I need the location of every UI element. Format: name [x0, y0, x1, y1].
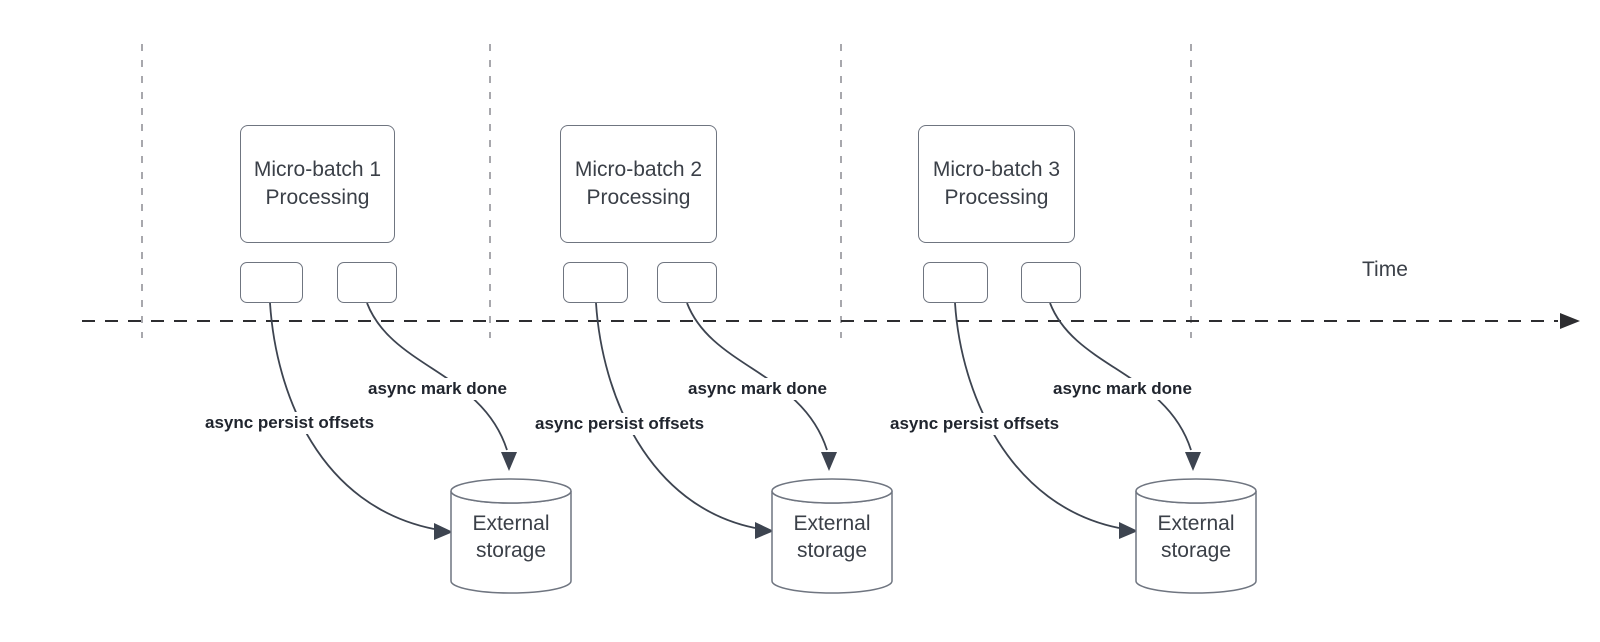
async-persist-offsets-label-3: async persist offsets [888, 413, 1062, 435]
async-mark-done-arrowhead-icon-1 [501, 452, 517, 471]
async-persist-offsets-arrowhead-icon-3 [1119, 522, 1138, 539]
external-storage-cylinder-3 [1135, 478, 1257, 594]
async-mark-done-arrowhead-icon-3 [1185, 452, 1201, 471]
microbatch-3-processing-box: Micro-batch 3 Processing [918, 125, 1075, 243]
async-mark-done-label-2: async mark done [686, 378, 829, 400]
timeline-gridlines [141, 44, 1192, 338]
external-storage-cylinder-1 [450, 478, 572, 594]
microbatch-3-done-chip [1021, 262, 1081, 303]
async-persist-offsets-arrowhead-icon-1 [434, 523, 453, 540]
async-persist-offsets-arrow-3 [954, 302, 1120, 529]
microbatch-1-processing-box: Micro-batch 1 Processing [240, 125, 395, 243]
async-mark-done-label-3: async mark done [1051, 378, 1194, 400]
external-storage-label-2: External storage [793, 512, 871, 562]
time-axis-label: Time [1362, 258, 1408, 281]
external-storage-label-3: External storage [1157, 512, 1235, 562]
async-mark-done-arrowhead-icon-2 [821, 452, 837, 471]
async-persist-offsets-arrow-2 [595, 302, 756, 529]
async-mark-done-arrow-3 [1049, 302, 1192, 451]
microbatch-3-offset-chip [923, 262, 988, 303]
external-storage-cylinder-2 [771, 478, 893, 594]
microbatch-2-offset-chip [563, 262, 628, 303]
microbatch-2-done-chip [657, 262, 717, 303]
microbatch-1-offset-chip [240, 262, 303, 303]
async-mark-done-label-1: async mark done [366, 378, 509, 400]
external-storage-label-1: External storage [472, 512, 550, 562]
microbatch-2-processing-box: Micro-batch 2 Processing [560, 125, 717, 243]
async-persist-offsets-arrowhead-icon-2 [755, 522, 774, 539]
cylinder-top [771, 478, 893, 504]
async-persist-offsets-label-1: async persist offsets [203, 412, 377, 434]
cylinder-top [450, 478, 572, 504]
cylinder-top [1135, 478, 1257, 504]
async-persist-offsets-label-2: async persist offsets [533, 413, 707, 435]
async-persist-offsets-arrow-1 [269, 302, 435, 530]
time-axis-arrowhead-icon [1560, 313, 1580, 329]
async-mark-done-arrow-2 [686, 302, 828, 451]
microbatch-1-done-chip [337, 262, 397, 303]
async-mark-done-arrow-1 [366, 302, 508, 451]
